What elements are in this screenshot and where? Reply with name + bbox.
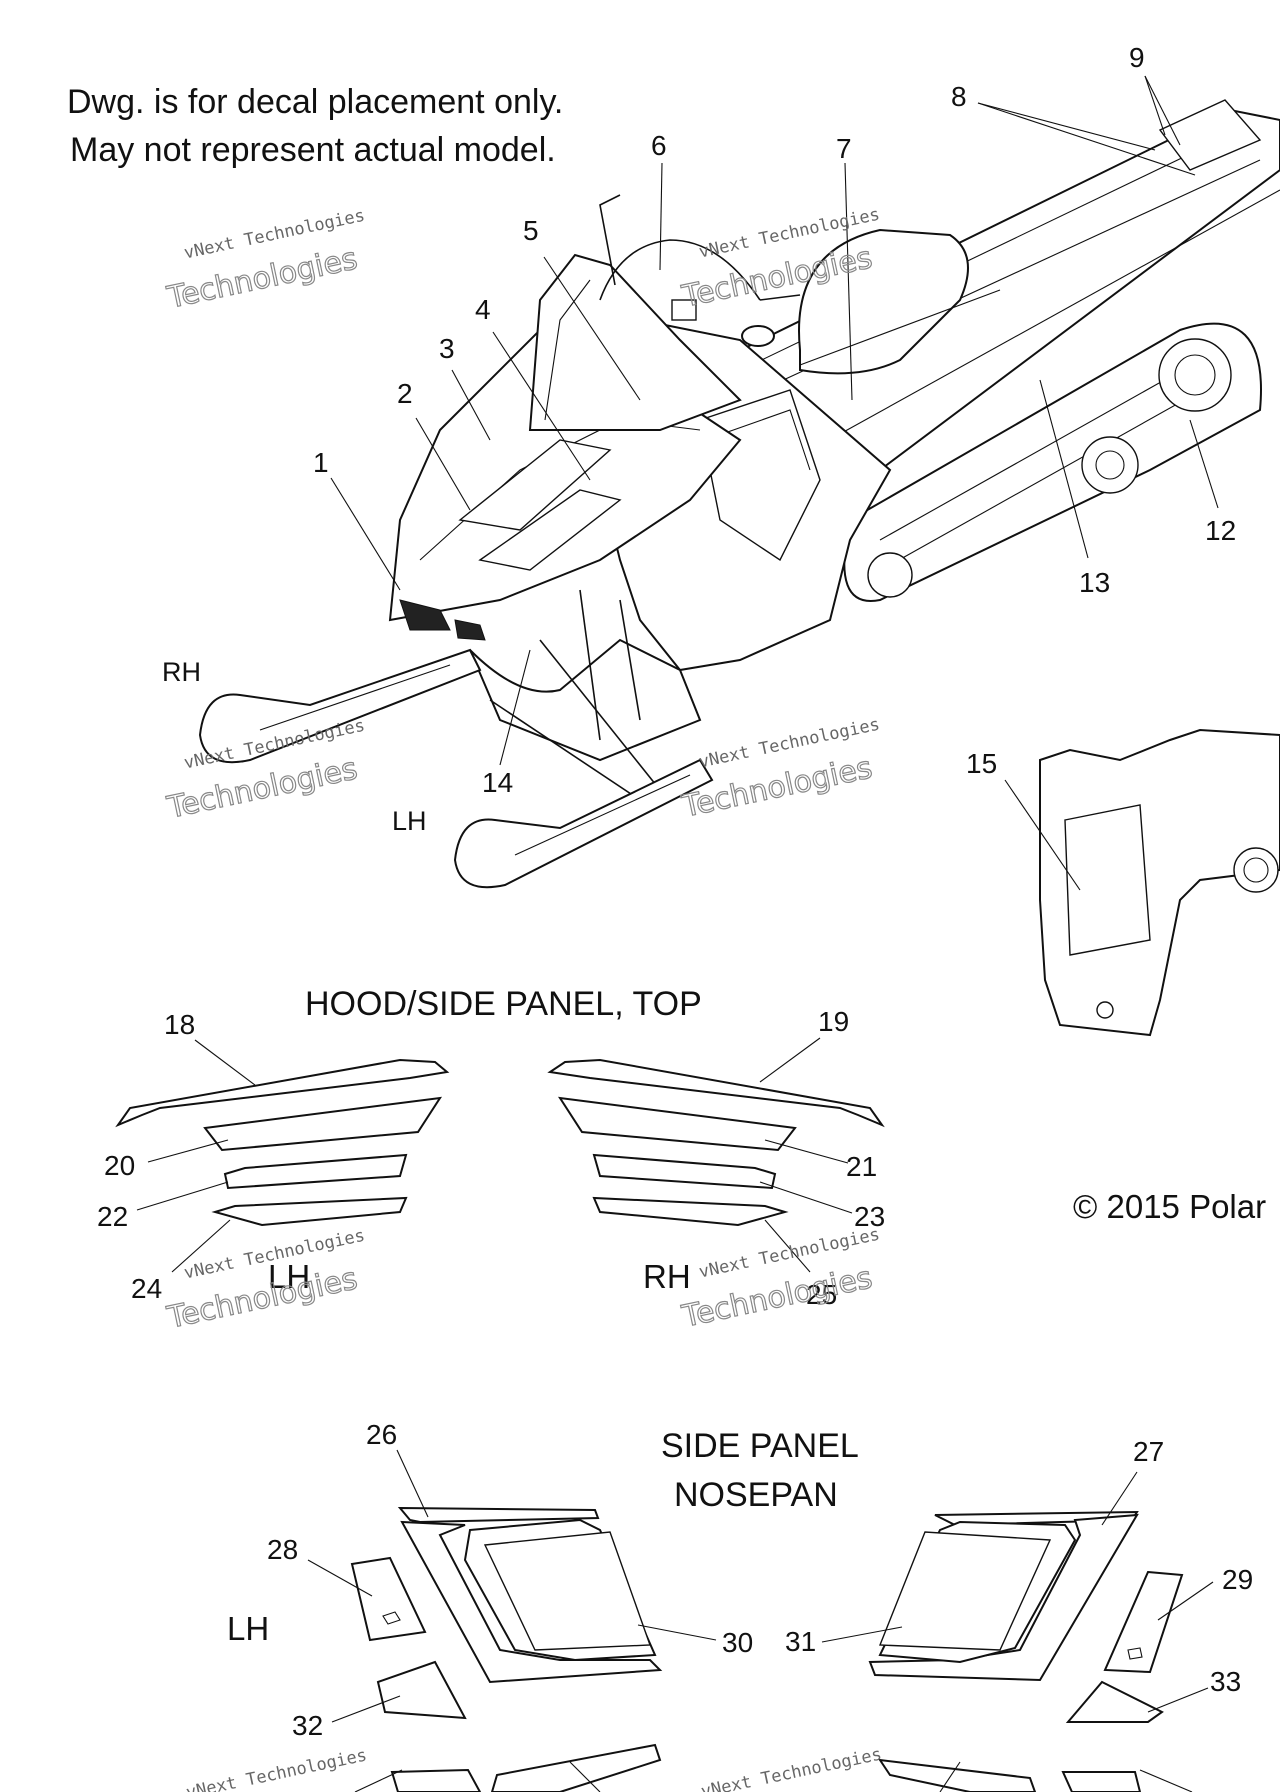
watermark-5: vNext Technologies Technologies [163,1226,367,1337]
callout-22: 22 [97,1201,128,1232]
callout-19: 19 [818,1006,849,1037]
watermark-line-1: vNext Technologies [184,1745,368,1792]
callout-5: 5 [523,215,539,246]
decal-23 [592,1153,777,1190]
watermark-4: vNext Technologies Technologies [678,715,882,826]
decal-rh-lower-1 [1061,1771,1142,1792]
callout-28: 28 [267,1534,298,1565]
decal-19 [547,1058,885,1128]
callout-15: 15 [966,748,997,779]
side-label-rh-mid: RH [643,1258,691,1295]
watermark-7: vNext Technologies [184,1745,368,1792]
watermark-6: vNext Technologies Technologies [678,1225,882,1336]
decal-24 [211,1196,408,1227]
callout-7: 7 [836,133,852,164]
decal-26 [400,1520,663,1684]
decal-set-lh-side [350,1506,663,1792]
callout-leaders-mid [136,1037,853,1273]
callout-20: 20 [104,1150,135,1181]
side-label-lh-upper: LH [392,806,427,836]
callout-2: 2 [397,378,413,409]
callout-4: 4 [475,294,491,325]
side-label-lh-lower: LH [227,1610,269,1647]
side-panel-detail-illustration [1039,728,1280,1037]
watermark-1: vNext Technologies Technologies [163,206,367,317]
section-title-side-panel: SIDE PANEL [661,1427,859,1465]
decal-18 [115,1058,450,1128]
decal-25 [592,1196,789,1227]
callout-1: 1 [313,447,329,478]
callout-21: 21 [846,1151,877,1182]
side-label-lh-mid: LH [268,1258,310,1295]
callout-18: 18 [164,1009,195,1040]
note-line-1: Dwg. is for decal placement only. [67,83,563,121]
decal-22 [223,1153,408,1190]
decal-28 [350,1556,427,1642]
copyright: © 2015 Polar [1073,1188,1266,1225]
callout-25: 25 [806,1279,837,1310]
callout-leaders-lower [307,1449,1214,1792]
decal-33 [1065,1680,1164,1723]
note-line-2: May not represent actual model. [70,131,556,169]
callout-24: 24 [131,1273,162,1304]
decal-rh-lower-2 [877,1758,1037,1792]
callout-3: 3 [439,333,455,364]
callout-13: 13 [1079,567,1110,598]
callout-8: 8 [951,81,967,112]
decal-30 [483,1531,651,1651]
decal-29 [1103,1570,1184,1674]
decal-21 [557,1096,797,1152]
decal-20 [203,1096,443,1152]
watermark-line-1: vNext Technologies [699,1744,883,1792]
section-title-nosepan: NOSEPAN [674,1476,838,1514]
snowmobile-illustration [198,99,1280,889]
decal-31 [878,1531,1052,1651]
callout-23: 23 [854,1201,885,1232]
callout-9: 9 [1129,42,1145,73]
watermark-8: vNext Technologies [699,1744,883,1792]
callout-32: 32 [292,1710,323,1741]
callout-30: 30 [722,1627,753,1658]
callout-33: 33 [1210,1666,1241,1697]
callout-26: 26 [366,1419,397,1450]
callout-14: 14 [482,767,513,798]
decal-lh-lower-1 [390,1768,482,1792]
callout-27: 27 [1133,1436,1164,1467]
decal-26-strip [397,1506,600,1524]
callout-31: 31 [785,1626,816,1657]
callout-29: 29 [1222,1564,1253,1595]
side-label-rh-upper: RH [162,657,201,687]
decal-set-rh-top [547,1058,885,1227]
callout-leaders-upper [330,75,1219,891]
section-title-hood-side-panel-top: HOOD/SIDE PANEL, TOP [305,985,702,1023]
callout-12: 12 [1205,515,1236,546]
decal-set-rh-side [868,1510,1184,1792]
decal-32 [376,1660,467,1720]
callout-6: 6 [651,130,667,161]
